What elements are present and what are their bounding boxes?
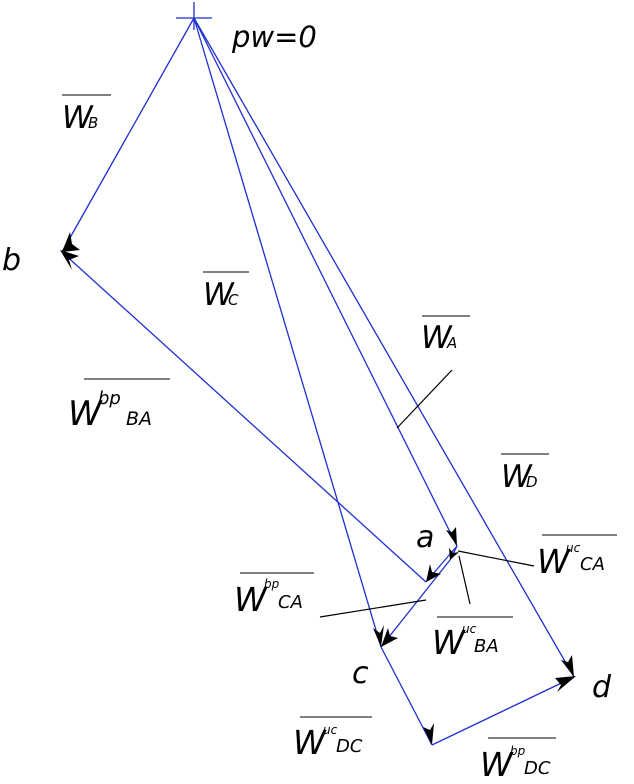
- svg-text:W: W: [421, 320, 453, 356]
- svg-text:W: W: [203, 277, 235, 313]
- svg-text:W: W: [537, 542, 571, 581]
- label-WbpDC: W bp DC: [480, 737, 556, 784]
- svg-text:DC: DC: [524, 758, 551, 779]
- vector-WB: [61, 17, 195, 253]
- vector-WD: [193, 17, 575, 678]
- svg-text:W: W: [234, 580, 268, 619]
- svg-text:C: C: [228, 291, 239, 309]
- arrowhead-c2: [381, 628, 398, 647]
- vector-WbpDC: [431, 676, 575, 746]
- arrowhead-dc: [423, 723, 434, 745]
- label-WA: W A: [421, 315, 470, 356]
- origin-marker: [176, 2, 212, 30]
- leader-WbpCA: [319, 599, 427, 618]
- arrowhead-b2: [60, 250, 79, 270]
- point-label-a: a: [416, 520, 434, 555]
- origin-label: pw=0: [231, 20, 317, 54]
- leader-WucCA: [457, 550, 535, 567]
- arrowhead-uc: [449, 548, 459, 560]
- label-WucCA: W uc CA: [537, 534, 617, 581]
- label-WbpCA: W bp CA: [234, 572, 314, 619]
- svg-text:CA: CA: [580, 554, 605, 575]
- label-WC: W C: [203, 271, 249, 313]
- svg-text:B: B: [88, 114, 98, 132]
- arrowhead-d2: [555, 676, 576, 692]
- arrowhead-c: [373, 625, 384, 647]
- label-WB: W B: [62, 94, 111, 136]
- svg-text:CA: CA: [278, 592, 303, 613]
- vector-WC: [193, 17, 382, 648]
- label-WD: W D: [501, 453, 549, 495]
- svg-text:W: W: [480, 745, 514, 784]
- svg-text:W: W: [68, 394, 103, 434]
- point-label-c: c: [352, 656, 369, 691]
- arrowhead-a: [446, 527, 457, 546]
- svg-text:A: A: [446, 334, 457, 352]
- svg-text:DC: DC: [336, 736, 363, 757]
- point-label-d: d: [592, 670, 612, 705]
- svg-text:W: W: [501, 459, 533, 495]
- label-WucDC: W uc DC: [293, 716, 372, 762]
- svg-text:BA: BA: [126, 408, 152, 430]
- point-label-b: b: [2, 243, 21, 278]
- vector-WucDC: [380, 646, 433, 746]
- leader-WucBA: [458, 555, 471, 605]
- vector-WA: [193, 17, 458, 547]
- svg-text:W: W: [62, 100, 94, 136]
- vector-WbpBA: [61, 251, 427, 583]
- arrowhead-d: [561, 655, 574, 677]
- svg-text:W: W: [432, 623, 466, 662]
- svg-text:uc: uc: [323, 723, 338, 737]
- svg-text:bp: bp: [264, 577, 280, 591]
- arrowhead-ca: [426, 564, 441, 582]
- svg-text:uc: uc: [566, 541, 581, 555]
- svg-text:BA: BA: [474, 636, 499, 657]
- svg-text:bp: bp: [98, 388, 121, 409]
- leader-WA: [396, 369, 453, 429]
- label-WucBA: W uc BA: [432, 616, 513, 662]
- svg-text:uc: uc: [462, 622, 477, 636]
- arrowhead-b: [62, 232, 80, 252]
- svg-text:bp: bp: [510, 744, 526, 758]
- svg-text:D: D: [526, 473, 538, 491]
- label-WbpBA: W bp BA: [68, 378, 170, 434]
- svg-text:W: W: [293, 723, 327, 762]
